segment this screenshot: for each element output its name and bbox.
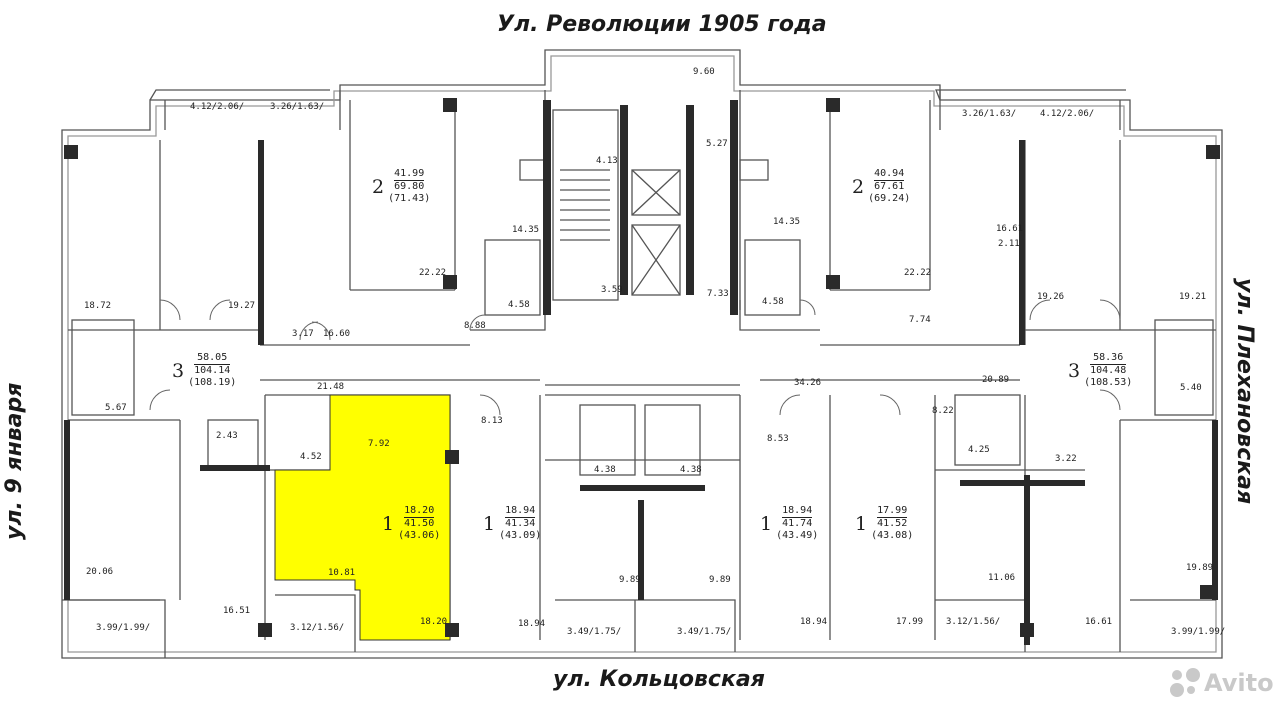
street-label-bottom: ул. Кольцовская [553,667,765,692]
room-area-label: 19.21 [1179,292,1207,302]
avito-logo-icon [1170,668,1200,698]
room-area-label: 18.94 [518,619,546,629]
room-area-label: 20.89 [982,375,1010,385]
room-area-label: 4.25 [968,445,990,455]
room-area-label: 3.12/1.56/ [946,617,1001,627]
room-area-label: 4.13 [596,156,618,166]
room-area-label: 20.06 [86,567,114,577]
room-area-label: 16.61 [996,224,1024,234]
room-area-label: 3.17 [292,329,314,339]
room-area-label: 3.59 [601,285,623,295]
room-area-label: 5.27 [706,139,728,149]
room-area-label: 4.58 [508,300,530,310]
room-area-label: 4.52 [300,452,322,462]
avito-watermark: Avito [1170,668,1274,698]
avito-watermark-text: Avito [1204,669,1274,697]
room-area-label: 21.48 [317,382,345,392]
room-area-label: 8.53 [767,434,789,444]
room-area-label: 4.12/2.06/ [1040,109,1095,119]
room-area-label: 16.60 [323,329,351,339]
room-area-label: 7.33 [707,289,729,299]
room-area-label: 16.61 [1085,617,1113,627]
room-area-label: 8.88 [464,321,486,331]
room-area-label: 9.89 [619,575,641,585]
street-label-right: ул. Плехановская [1232,278,1257,505]
room-area-label: 14.35 [773,217,801,227]
room-area-label: 3.99/1.99/ [1171,627,1226,637]
room-area-label: 2.11 [998,239,1020,249]
room-area-label: 2.43 [216,431,238,441]
room-area-label: 8.22 [932,406,954,416]
room-area-label: 3.22 [1055,454,1077,464]
room-area-label: 17.99 [896,617,924,627]
room-area-label: 3.49/1.75/ [567,627,622,637]
room-area-label: 4.38 [680,465,702,475]
room-area-label: 16.51 [223,606,251,616]
room-area-label: 34.26 [794,378,822,388]
room-area-label: 11.06 [988,573,1016,583]
room-area-label: 5.67 [105,403,127,413]
room-area-label: 9.60 [693,67,715,77]
room-area-label: 7.74 [909,315,931,325]
room-area-label: 14.35 [512,225,540,235]
room-area-label: 9.89 [709,575,731,585]
room-area-label: 5.40 [1180,383,1202,393]
room-area-label: 3.49/1.75/ [677,627,732,637]
room-area-label: 3.12/1.56/ [290,623,345,633]
room-area-label: 19.27 [228,301,256,311]
room-area-label: 3.99/1.99/ [96,623,151,633]
room-area-label: 10.81 [328,568,356,578]
room-area-label: 18.20 [420,617,448,627]
room-area-label: 4.12/2.06/ [190,102,245,112]
room-area-label: 3.26/1.63/ [270,102,325,112]
room-area-label: 19.89 [1186,563,1214,573]
street-label-top: Ул. Революции 1905 года [497,12,827,37]
street-label-left: ул. 9 января [2,382,27,540]
room-area-label: 22.22 [419,268,447,278]
room-area-label: 22.22 [904,268,932,278]
room-area-label: 4.38 [594,465,616,475]
room-area-label: 19.26 [1037,292,1065,302]
room-area-label: 18.72 [84,301,112,311]
room-area-label: 7.92 [368,439,390,449]
room-area-label: 8.13 [481,416,503,426]
room-area-label: 3.26/1.63/ [962,109,1017,119]
room-area-label: 4.58 [762,297,784,307]
room-area-label: 18.94 [800,617,828,627]
